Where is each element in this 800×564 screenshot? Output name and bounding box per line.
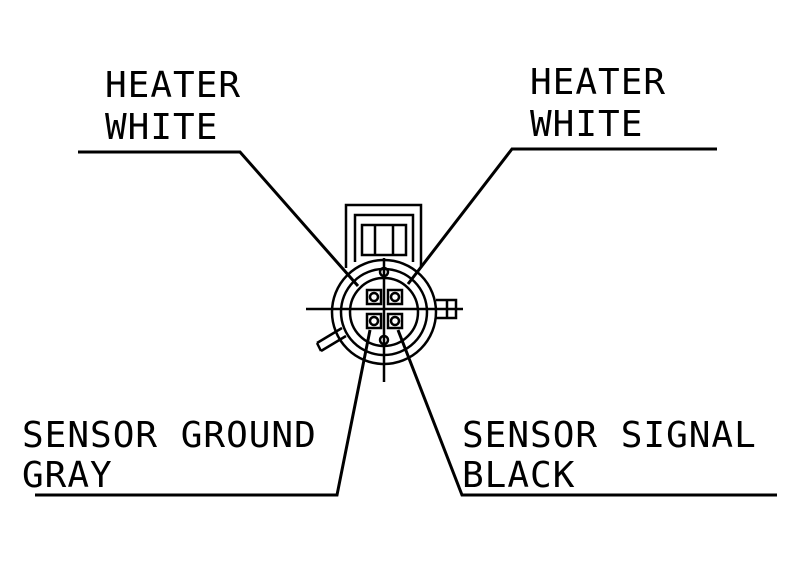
pin-cavity-ground [365, 312, 383, 330]
label-sensor-signal: SENSOR SIGNAL BLACK [462, 415, 757, 496]
connector-wire-stub [315, 326, 347, 353]
pin-contact-ground [368, 315, 380, 327]
label-heater-right: HEATER WHITE [530, 62, 666, 145]
pin-contact-heater-b [389, 291, 401, 303]
pin-cavity-heater-a [365, 288, 383, 306]
heater-right-line2: WHITE [530, 104, 643, 145]
sensor-signal-line2: BLACK [462, 455, 575, 496]
heater-right-line1: HEATER [530, 62, 666, 103]
pin-cavity-signal [386, 312, 404, 330]
heater-left-line1: HEATER [105, 65, 241, 106]
sensor-ground-line1: SENSOR GROUND [22, 415, 317, 456]
label-sensor-ground: SENSOR GROUND GRAY [22, 415, 317, 496]
connector-latch-tab [360, 223, 408, 257]
leader-line-sensor-ground [35, 329, 372, 497]
connector-latch-inner [353, 213, 415, 262]
sensor-signal-line1: SENSOR SIGNAL [462, 415, 757, 456]
label-heater-left: HEATER WHITE [105, 65, 241, 148]
leader-line-sensor-signal [396, 329, 777, 497]
pin-contact-signal [389, 315, 401, 327]
connector-drawing [306, 203, 463, 382]
sensor-ground-line2: GRAY [22, 455, 113, 496]
leader-line-heater-left [78, 150, 360, 287]
leader-line-heater-right [406, 147, 717, 285]
pin-contact-heater-a [368, 291, 380, 303]
pin-cavity-heater-b [386, 288, 404, 306]
connector-latch-housing [344, 203, 423, 268]
heater-left-line2: WHITE [105, 107, 218, 148]
